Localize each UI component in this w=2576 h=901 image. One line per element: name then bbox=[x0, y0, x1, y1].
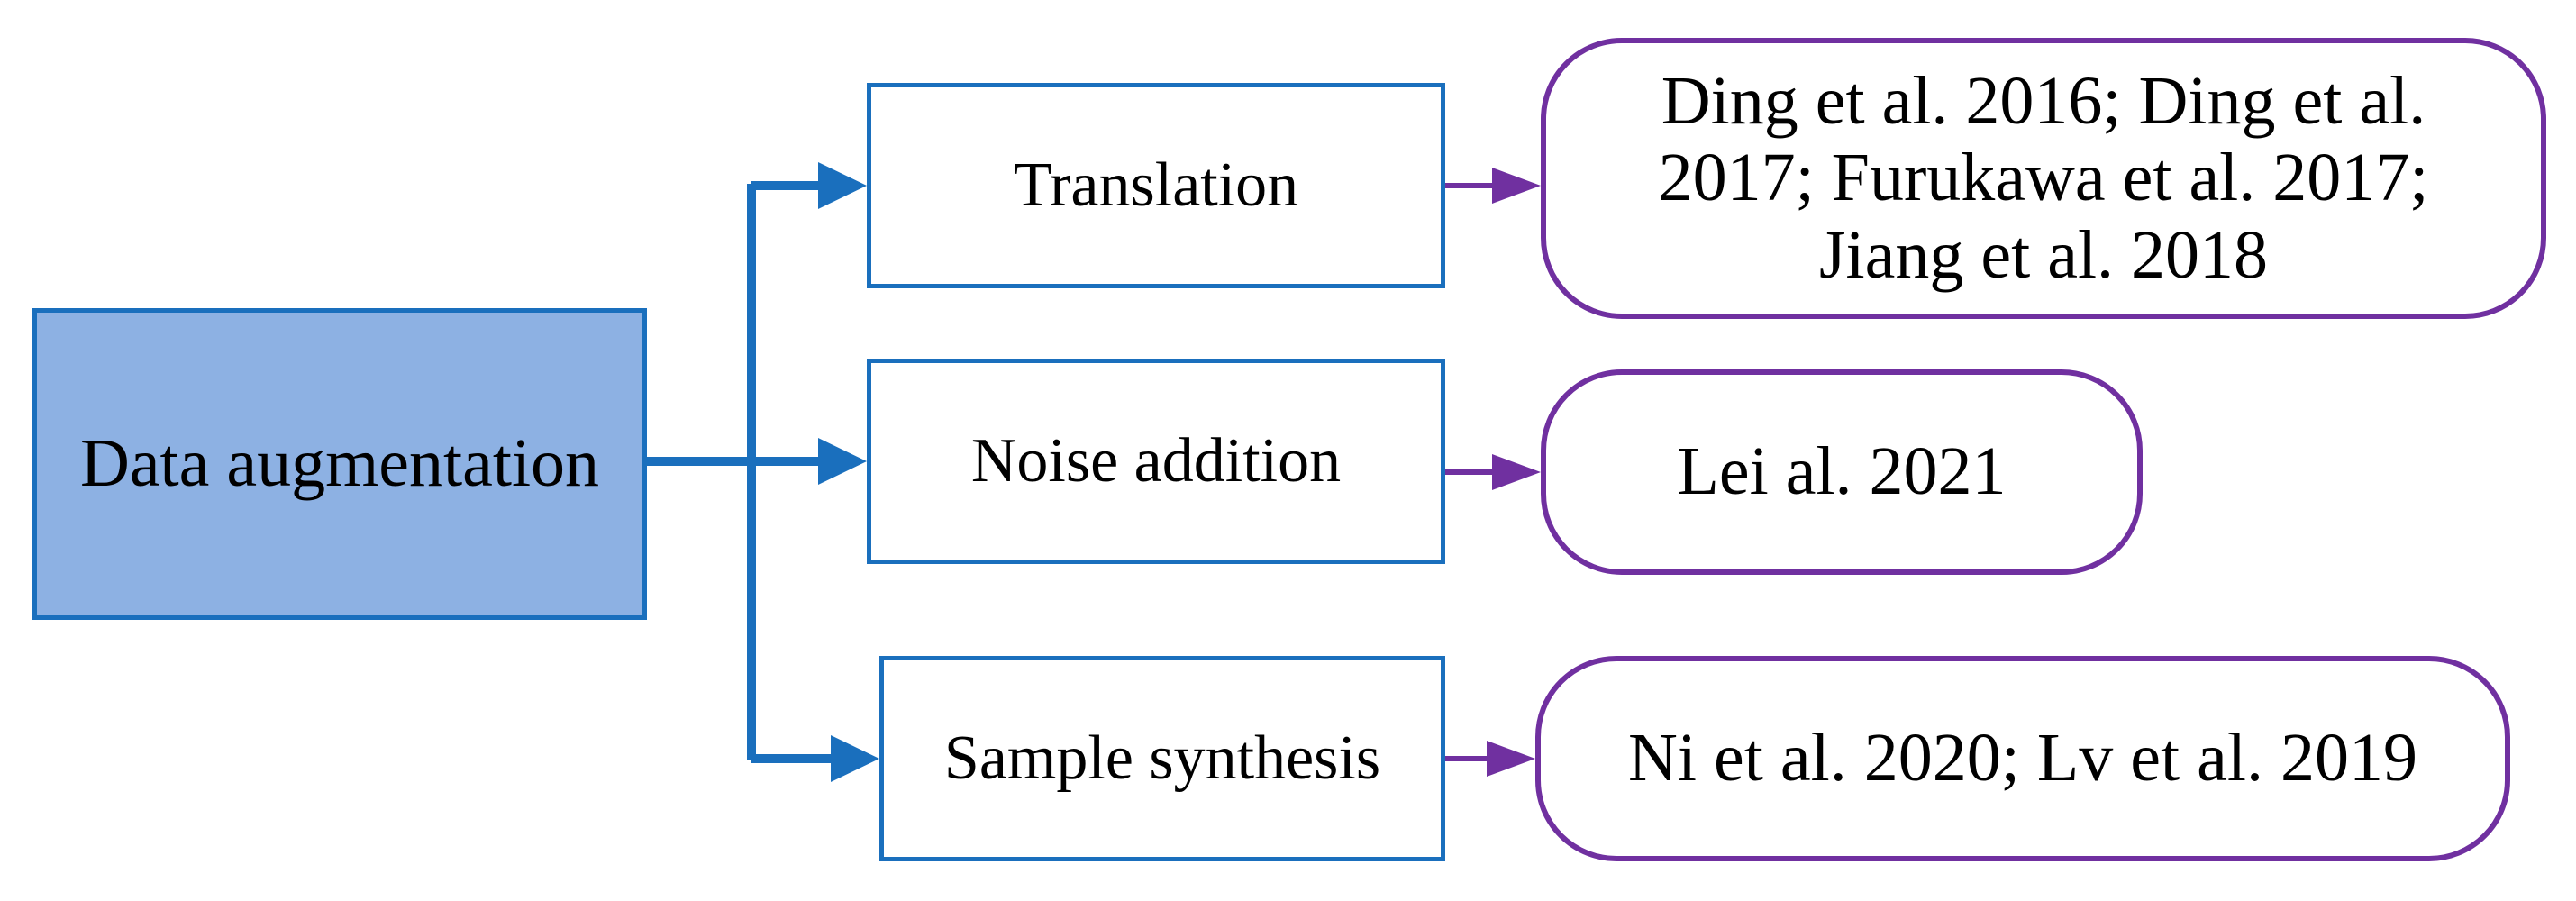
reference-box-noise-addition: Lei al. 2021 bbox=[1541, 369, 2143, 575]
arrow-sample-to-references bbox=[1445, 741, 1535, 777]
data-augmentation-root-box: Data augmentation bbox=[32, 308, 647, 620]
method-label-translation: Translation bbox=[1013, 150, 1299, 220]
root-label: Data augmentation bbox=[79, 425, 600, 502]
references-sample-synthesis: Ni et al. 2020; Lv et al. 2019 bbox=[1628, 720, 2417, 796]
arrow-to-sample-synthesis bbox=[751, 735, 879, 782]
method-label-sample-synthesis: Sample synthesis bbox=[943, 723, 1381, 793]
method-box-noise-addition: Noise addition bbox=[867, 359, 1445, 564]
reference-box-translation: Ding et al. 2016; Ding et al. 2017; Furu… bbox=[1541, 38, 2546, 319]
arrow-noise-to-references bbox=[1445, 454, 1541, 490]
arrow-to-translation bbox=[751, 162, 867, 209]
reference-box-sample-synthesis: Ni et al. 2020; Lv et al. 2019 bbox=[1535, 656, 2510, 861]
references-translation: Ding et al. 2016; Ding et al. 2017; Furu… bbox=[1658, 63, 2429, 293]
method-label-noise-addition: Noise addition bbox=[970, 425, 1342, 496]
arrow-translation-to-references bbox=[1445, 168, 1541, 204]
method-box-translation: Translation bbox=[867, 83, 1445, 288]
references-noise-addition: Lei al. 2021 bbox=[1677, 433, 2007, 510]
arrow-to-noise-addition bbox=[751, 438, 867, 485]
method-box-sample-synthesis: Sample synthesis bbox=[879, 656, 1445, 861]
